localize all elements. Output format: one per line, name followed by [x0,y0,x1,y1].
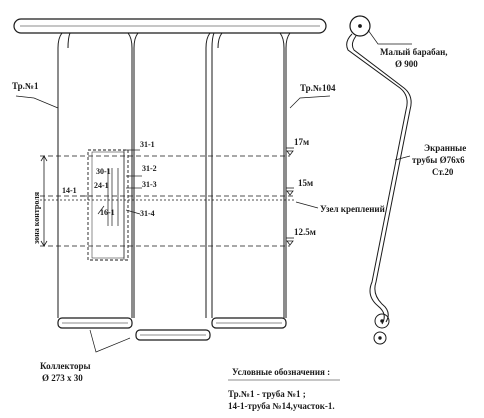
section-leaders [80,149,142,215]
section-31-1-label: 31-1 [140,140,155,149]
drum-label: Малый барабан, [380,47,448,57]
tube-leaders [15,95,331,109]
side-tube [346,33,412,325]
legend-title: Условные обозначения : [232,367,331,377]
screen-tubes-steel-label: Ст.20 [432,167,454,177]
mount-leader [295,201,319,209]
top-header-pipe [13,18,327,34]
elevation-17-label: 17м [294,137,310,147]
tube104-label: Тр.№104 [300,83,336,93]
section-31-2-label: 31-2 [142,164,157,173]
section-31-4-label: 31-4 [140,209,155,218]
zone-label: зона контроля [32,191,41,244]
section-16-1-label: 16-1 [100,208,115,217]
elevation-markers [286,147,294,246]
collectors-size-label: Ø 273 х 30 [42,373,83,383]
legend-line-2: 14-1-труба №14,участок-1. [228,401,335,411]
level-lines [40,155,296,247]
side-collectors [373,313,390,345]
inspected-bundle [87,149,129,261]
collector-pipes [57,317,287,341]
screen-tubes-size-label: трубы Ø76х6 [412,155,465,165]
elevation-15-label: 15м [298,178,314,188]
screen-tubes-label: Экранные [424,143,467,153]
mount-label: Узел креплений [320,204,385,214]
section-30-1-label: 30-1 [96,167,111,176]
tube1-label: Тр.№1 [12,81,39,91]
drum-size-label: Ø 900 [395,59,418,69]
section-24-1-label: 24-1 [94,181,109,190]
elevation-125-label: 12.5м [294,227,316,237]
section-31-3-label: 31-3 [142,180,157,189]
screen-tubes [57,32,291,318]
collectors-leader [89,329,131,353]
section-14-1-label: 14-1 [62,186,77,195]
small-drum [349,15,412,45]
control-zone-dimension [40,155,48,247]
collectors-label: Коллекторы [40,361,91,371]
legend-line-1: Тр.№1 - труба №1 ; [228,389,306,399]
